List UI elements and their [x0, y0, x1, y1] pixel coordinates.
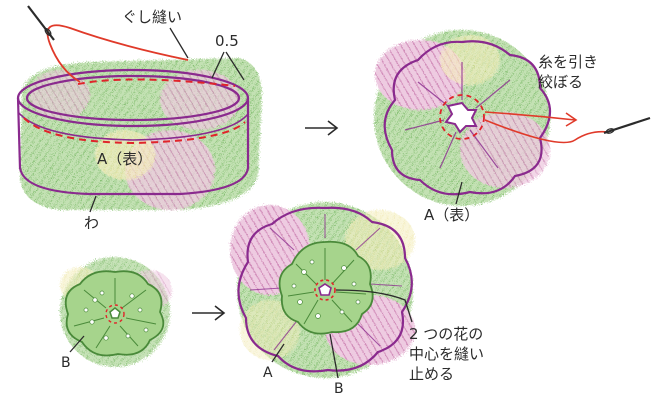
loop-label: わ — [84, 214, 100, 232]
measurement-leader-lines — [89, 27, 245, 213]
pull-thread — [484, 111, 576, 121]
measurement-label: 0.5 — [215, 32, 239, 50]
tube-fabric-texture — [20, 58, 262, 210]
thread-line — [46, 24, 189, 83]
needle-icon — [603, 116, 651, 135]
label-leader-line — [455, 181, 463, 205]
running-stitch-label: ぐし縫い — [122, 8, 183, 26]
tube-outline — [16, 68, 250, 196]
pull-thread-line-1: 糸を引き — [538, 53, 599, 71]
center-stitch — [314, 279, 336, 301]
flower-a-outline — [237, 206, 413, 373]
step4-combined — [230, 202, 415, 379]
needle-icon — [27, 5, 55, 41]
fabric-b-label: B — [61, 355, 71, 371]
arrow-right-icon — [305, 120, 339, 136]
gathered-folds — [404, 62, 511, 169]
flower-b-veins — [287, 248, 367, 325]
instruction-line-1: 2 つの花の — [409, 325, 484, 343]
pull-thread-label: 糸を引き 絞ぼる — [538, 52, 598, 92]
flower-b-stitch — [105, 304, 125, 324]
fabric-a-label: A（表） — [424, 206, 480, 224]
label-leader-line — [69, 335, 85, 353]
running-stitch-line — [23, 78, 246, 145]
flower-b-veins — [73, 278, 157, 349]
arrow-right-icon — [192, 305, 226, 321]
pull-arrow-icon — [565, 112, 578, 127]
fabric-a-label: A（表） — [97, 150, 153, 168]
flower-b-center — [109, 307, 121, 319]
instruction-label: 2 つの花の 中心を縫い 止める — [409, 324, 484, 384]
label-leader-lines — [271, 289, 413, 379]
flower-center — [318, 283, 332, 296]
gathered-stitch — [439, 94, 485, 140]
gathered-outline — [383, 40, 552, 196]
step1-tube — [16, 5, 262, 213]
step3-flower-b — [60, 257, 172, 367]
instruction-line-2: 中心を縫い — [409, 345, 485, 363]
fabric-b-label: B — [334, 381, 344, 397]
gathered-center — [444, 101, 478, 134]
pull-thread-line-2: 絞ぼる — [538, 73, 584, 91]
flower-b-dots — [291, 259, 361, 319]
step2-gathered — [374, 30, 651, 206]
flower-a-folds — [249, 214, 403, 351]
thread-tail — [484, 119, 609, 144]
flower-b-dots — [83, 290, 149, 341]
fabric-a-label: A — [263, 365, 273, 381]
instruction-line-3: 止める — [409, 365, 455, 383]
